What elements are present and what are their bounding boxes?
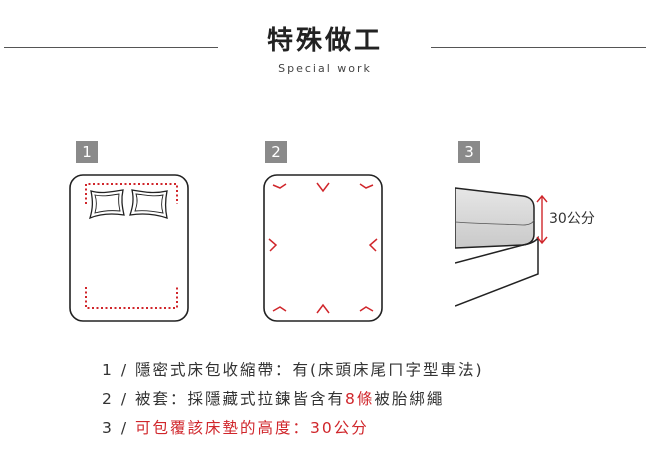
header-rule-right <box>431 47 646 48</box>
pillow-left-icon <box>88 189 125 220</box>
elastic-band-top <box>85 183 178 204</box>
tie-mark <box>316 303 330 314</box>
duvet-ties-diagram <box>263 174 383 322</box>
feature-row: 3 / 可包覆該床墊的高度：30公分 <box>102 416 484 445</box>
tie-mark <box>368 238 378 252</box>
feature-text: 被套：採隱藏式拉鍊皆含有 <box>134 390 345 408</box>
mattress-height-diagram <box>455 187 548 307</box>
feature-list: 1 / 隱密式床包收縮帶：有(床頭床尾ㄇ字型車法) 2 / 被套：採隱藏式拉鍊皆… <box>102 358 484 445</box>
figure-2-number: 2 <box>265 141 287 163</box>
feature-separator: / <box>120 419 129 437</box>
feature-text: 可包覆該床墊的高度：30公分 <box>134 419 369 437</box>
feature-text: 被胎綁繩 <box>374 390 445 408</box>
feature-highlight: 8條 <box>345 390 375 408</box>
fitted-sheet-elastic-diagram <box>69 174 189 322</box>
feature-row: 1 / 隱密式床包收縮帶：有(床頭床尾ㄇ字型車法) <box>102 358 484 387</box>
tie-mark <box>272 183 287 189</box>
tie-mark <box>268 238 278 252</box>
feature-index: 2 <box>102 390 114 408</box>
mattress-height-label: 30公分 <box>549 211 595 227</box>
header-rule-left <box>4 47 218 48</box>
figure-1-number: 1 <box>76 141 98 163</box>
tie-mark <box>359 306 374 312</box>
figure-3-number: 3 <box>458 141 480 163</box>
tie-mark <box>316 182 330 193</box>
tie-mark <box>272 306 287 312</box>
feature-index: 1 <box>102 361 114 379</box>
feature-separator: / <box>120 390 129 408</box>
elastic-band-bottom <box>85 287 178 309</box>
tie-mark <box>359 183 374 189</box>
feature-row: 2 / 被套：採隱藏式拉鍊皆含有8條被胎綁繩 <box>102 387 484 416</box>
feature-index: 3 <box>102 419 114 437</box>
pillow-right-icon <box>129 189 168 219</box>
feature-text: 隱密式床包收縮帶：有(床頭床尾ㄇ字型車法) <box>134 361 484 379</box>
page-title: 特殊做工 <box>266 26 383 56</box>
feature-separator: / <box>120 361 129 379</box>
page-subtitle: Special work <box>278 62 372 75</box>
